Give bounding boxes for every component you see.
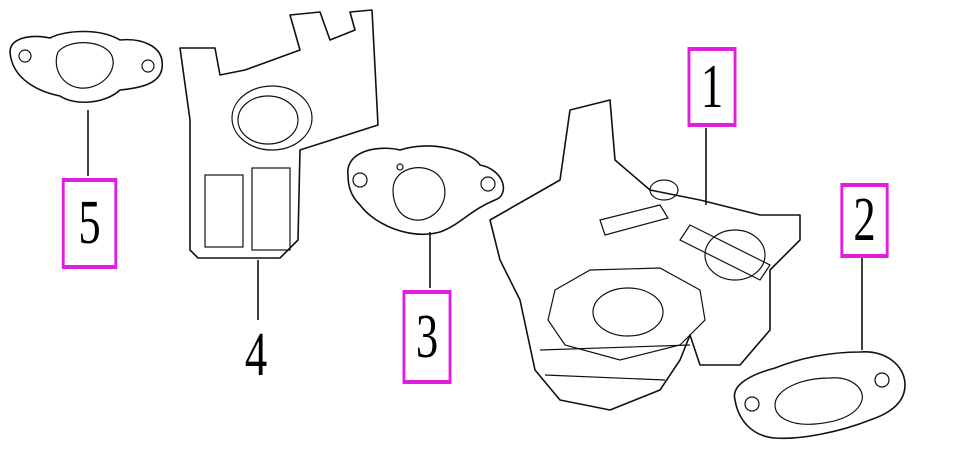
callout-5: 5 [61, 178, 118, 269]
bracket-4 [179, 9, 379, 320]
callout-3: 3 [402, 290, 452, 384]
gasket-3 [347, 145, 505, 288]
callout-1: 1 [687, 47, 737, 127]
carburetor-1 [489, 99, 801, 411]
callout-4: 4 [244, 320, 268, 389]
gasket-2 [733, 258, 906, 440]
gasket-5 [9, 30, 163, 176]
callout-2: 2 [840, 183, 889, 258]
